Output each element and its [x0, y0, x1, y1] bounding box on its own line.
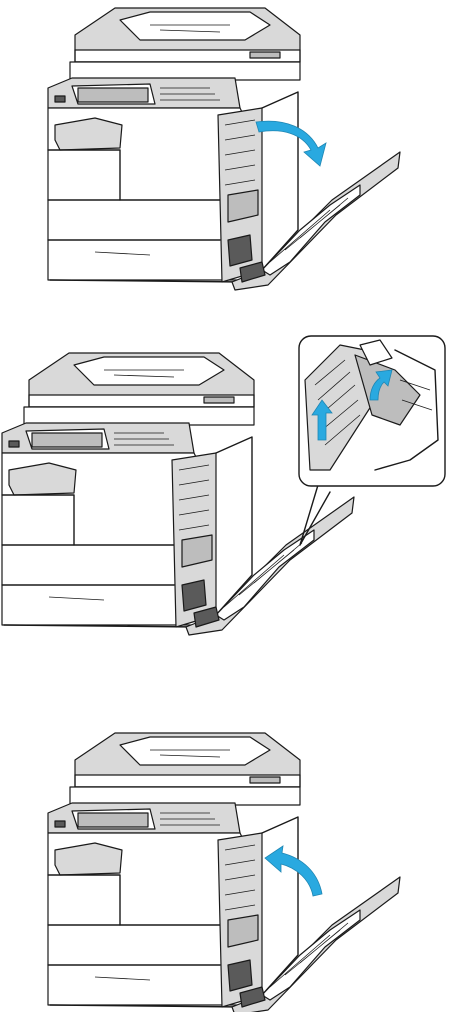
step-2-remove-paper-figure: [2, 336, 445, 635]
step-1-open-door-figure: [48, 8, 400, 290]
close-door-arrow-icon: [265, 846, 322, 896]
open-door-arrow-icon: [256, 121, 326, 166]
step-3-close-door-figure: [48, 733, 400, 1012]
